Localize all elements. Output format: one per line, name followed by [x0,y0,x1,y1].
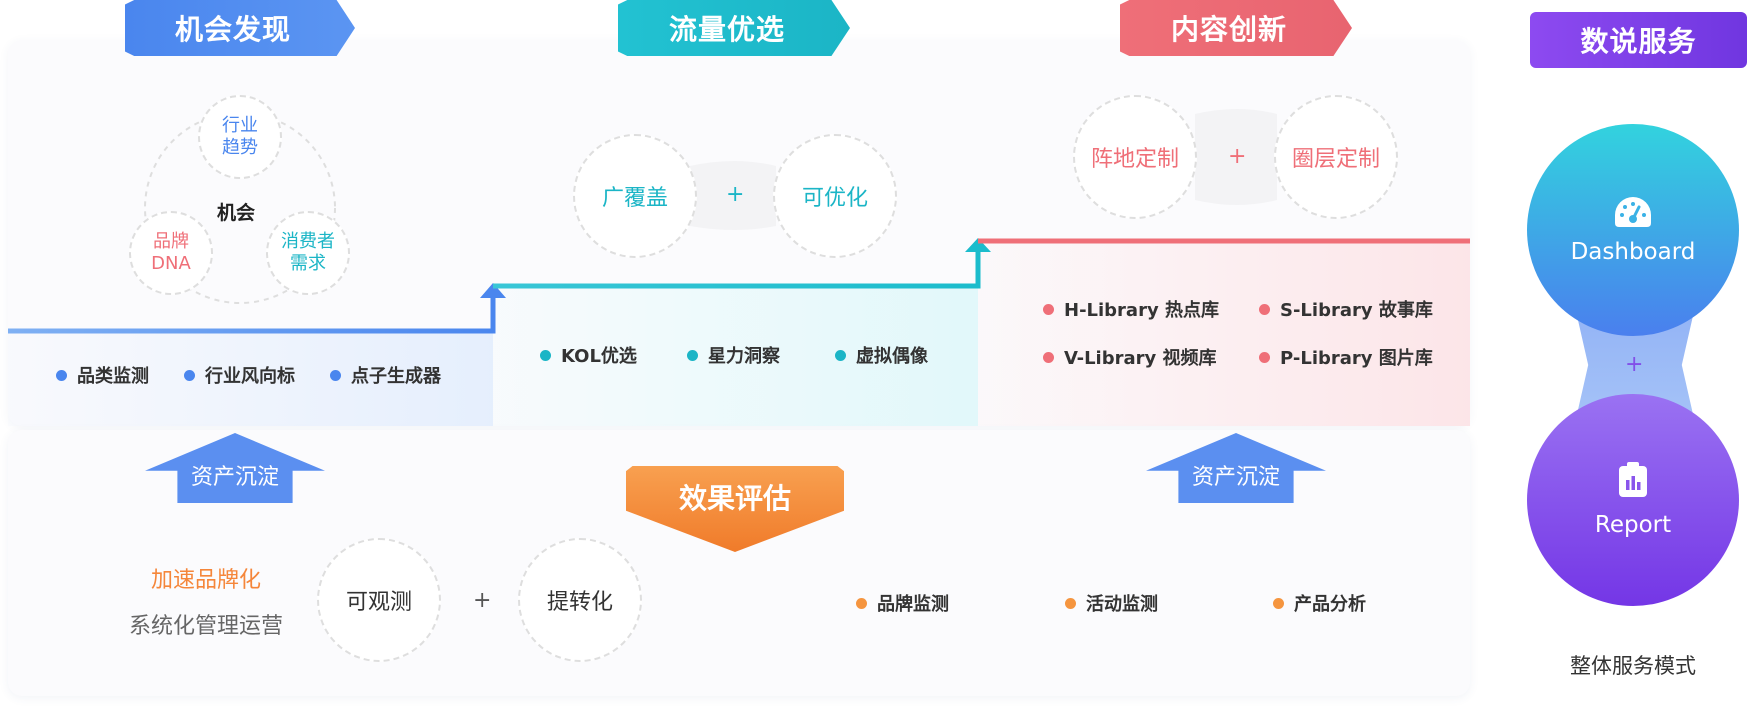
bullet-dot [1259,351,1270,363]
opportunity-band [8,332,493,426]
circle-circle-custom: 圈层定制 [1274,95,1398,219]
dashboard-gauge-icon [1615,197,1651,227]
dashboard-label: Dashboard [1570,239,1696,265]
bullet-dot [1259,303,1270,315]
item-brand-monitor: 品牌监测 [856,590,949,616]
tag-content: 内容创新 [1120,0,1352,56]
item-category-monitor: 品类监测 [56,362,149,388]
item-idea-generator: 点子生成器 [330,362,441,388]
systematic-operation-text: 系统化管理运营 [128,614,283,639]
circle-consumer-demand: 消费者 需求 [266,211,350,295]
evaluation-plus: + [473,588,492,613]
circle-optimizable: 可优化 [773,134,897,258]
brand-acceleration-text: 加速品牌化 [150,568,261,593]
bullet-dot [1043,351,1054,363]
item-star-insight: 星力洞察 [687,342,780,368]
circle-industry-trend: 行业 趋势 [198,95,282,179]
bullet-dot [1065,597,1076,609]
circle-observable: 可观测 [317,538,441,662]
item-product-analysis: 产品分析 [1273,590,1366,616]
report-label: Report [1594,512,1672,538]
traffic-band [493,287,978,426]
item-campaign-monitor: 活动监测 [1065,590,1158,616]
bullet-dot [184,369,195,381]
dashboard-circle: Dashboard [1527,124,1739,336]
circle-conversion: 提转化 [518,538,642,662]
content-plus: + [1228,144,1247,169]
item-virtual-idol: 虚拟偶像 [835,342,928,368]
bullet-dot [835,349,846,361]
bullet-dot [56,369,67,381]
service-plus: + [1625,352,1644,377]
tag-data-service: 数说服务 [1530,12,1747,68]
item-v-library: V-Library 视频库 [1043,344,1217,370]
bullet-dot [687,349,698,361]
bullet-dot [330,369,341,381]
traffic-plus: + [726,182,745,207]
bullet-dot [540,349,551,361]
item-h-library: H-Library 热点库 [1043,296,1219,322]
tag-opportunity: 机会发现 [125,0,355,56]
bullet-dot [1273,597,1284,609]
bullet-dot [856,597,867,609]
circle-position-custom: 阵地定制 [1073,95,1197,219]
item-s-library: S-Library 故事库 [1259,296,1433,322]
report-circle: Report [1527,394,1739,606]
circle-brand-dna: 品牌 DNA [129,211,213,295]
item-kol-select: KOL优选 [540,342,637,368]
tag-traffic: 流量优选 [618,0,850,56]
overall-service-caption: 整体服务模式 [1570,654,1696,678]
item-industry-vane: 行业风向标 [184,362,295,388]
circle-wide-coverage: 广覆盖 [573,134,697,258]
item-p-library: P-Library 图片库 [1259,344,1433,370]
bullet-dot [1043,303,1054,315]
opportunity-center-label: 机会 [216,202,255,224]
report-clipboard-icon [1619,462,1647,497]
content-band [978,242,1470,426]
